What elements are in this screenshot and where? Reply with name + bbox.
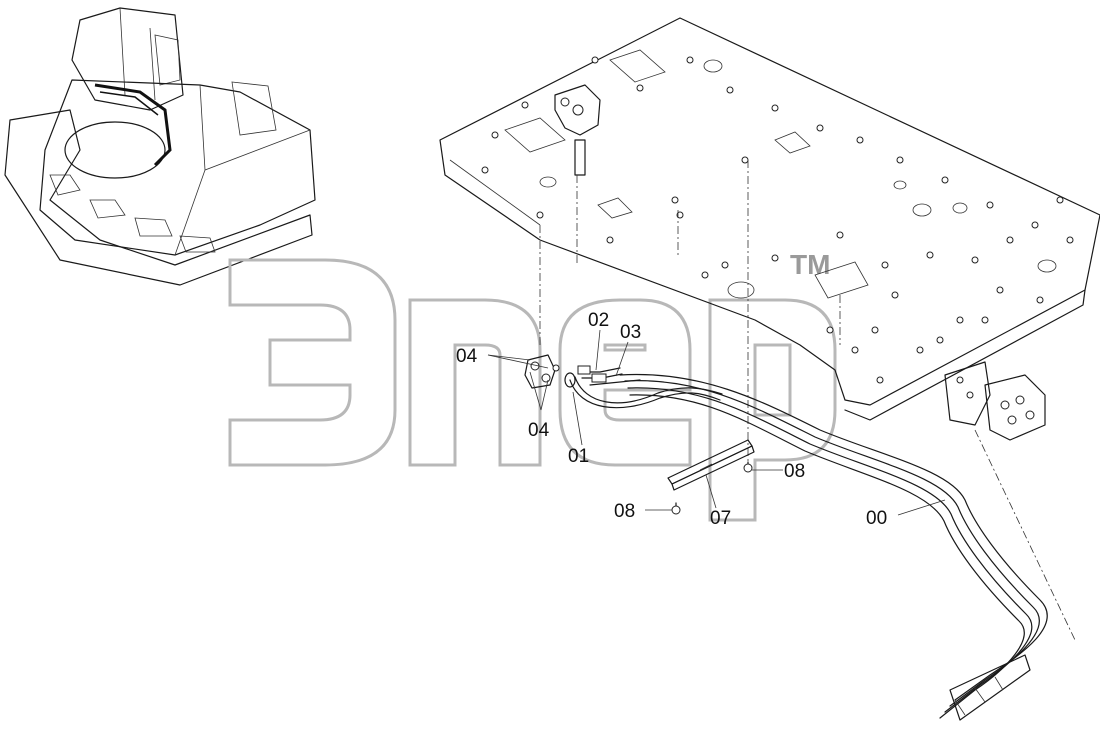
callout-labels: 04 04 02 03 01 07 08 08 00 [456, 310, 887, 529]
callout-01: 01 [568, 446, 589, 467]
callout-03: 03 [620, 322, 641, 343]
callout-04-top: 04 [456, 346, 478, 367]
trademark-mark: TM [790, 249, 830, 280]
watermark-logo: TM [228, 249, 837, 522]
callout-02: 02 [588, 310, 609, 331]
callout-08-left: 08 [614, 501, 635, 522]
plate-bolts [481, 56, 1074, 384]
floor-plate [439, 17, 1100, 641]
excavator-thumbnail [4, 7, 316, 286]
callout-07: 07 [710, 508, 731, 529]
callout-08-right: 08 [784, 461, 805, 482]
callout-04-bottom: 04 [528, 420, 550, 441]
fitting-04 [524, 354, 560, 389]
bolts-08 [671, 461, 753, 515]
leader-lines [487, 329, 946, 516]
callout-00: 00 [866, 508, 887, 529]
hose-bundle [619, 373, 1048, 721]
clamp-bar-07 [667, 439, 755, 491]
valve-bracket [944, 361, 1046, 441]
hoses-01-02-03 [564, 365, 723, 409]
